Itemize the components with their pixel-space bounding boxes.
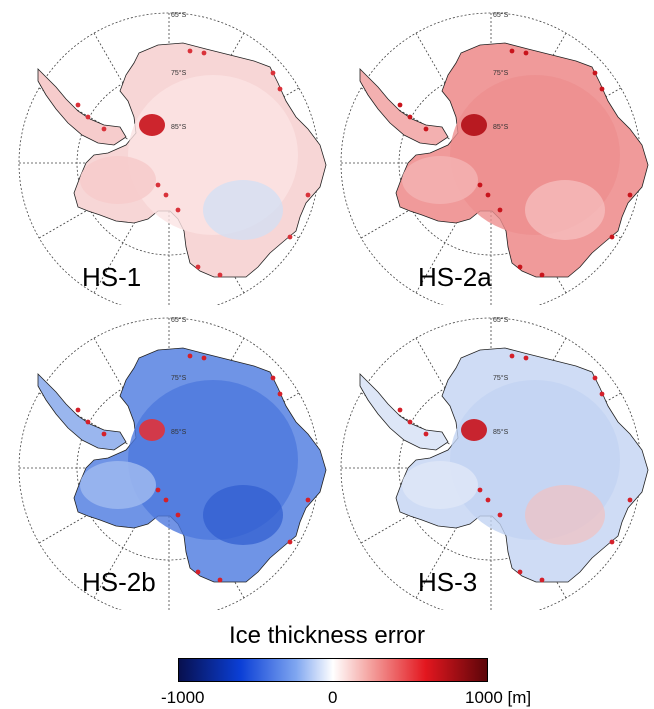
colorbar-title: Ice thickness error [228,622,426,649]
colorbar [178,658,488,682]
land-mass [359,42,649,278]
coastal-error-markers [75,48,311,278]
latitude-label: 85°S [171,123,187,131]
land-mass [37,347,327,583]
panel-hs-2a: 65°S 75°S 85°S HS-2a [330,5,652,305]
coastal-error-markers [397,48,633,278]
panel-label: HS-3 [418,567,478,597]
antarctica-map: 65°S 75°S 85°S [340,316,649,610]
latitude-label: 65°S [171,11,187,19]
latitude-label: 65°S [493,11,509,19]
latitude-label: 85°S [493,123,509,131]
antarctica-map: 65°S 75°S 85°S [18,11,327,305]
latitude-label: 85°S [493,428,509,436]
coastal-error-markers [397,353,633,583]
latitude-label: 75°S [493,374,509,382]
colorbar-tick-zero: 0 [328,688,338,707]
latitude-label: 75°S [171,69,187,77]
colorbar-tick-max: 1000 [m] [465,688,532,707]
land-mass [359,347,649,583]
panel-label: HS-2b [82,567,156,597]
latitude-label: 75°S [171,374,187,382]
panel-label: HS-2a [418,262,492,292]
antarctica-map: 65°S 75°S 85°S [18,316,327,610]
panel-hs-3: 65°S 75°S 85°S HS-3 [330,310,652,610]
panel-label: HS-1 [82,262,142,292]
latitude-label: 65°S [171,316,187,324]
coastal-error-markers [75,353,311,583]
panel-hs-2b: 65°S 75°S 85°S HS-2b [8,310,330,610]
antarctica-map: 65°S 75°S 85°S [340,11,649,305]
latitude-label: 65°S [493,316,509,324]
latitude-label: 85°S [171,428,187,436]
panel-hs-1: 65°S 75°S 85°S HS-1 [8,5,330,305]
colorbar-tick-min: -1000 [161,688,205,707]
land-mass [37,42,327,278]
latitude-label: 75°S [493,69,509,77]
